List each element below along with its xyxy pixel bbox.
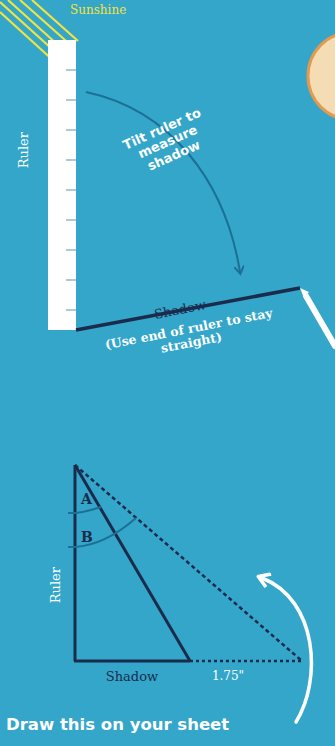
dimension: 1.75": [212, 670, 244, 683]
ruler: [48, 40, 76, 330]
shadow-label: Shadow: [106, 670, 158, 684]
pencil: [300, 288, 335, 346]
pointer-arrow: [262, 578, 311, 722]
tilt-arrow: [86, 92, 240, 272]
instruction-text: Tilt ruler to measure shadow: [117, 104, 218, 181]
angle-label: A: [81, 492, 92, 507]
triangle: [74, 465, 302, 661]
angle-arc-a: [68, 507, 101, 513]
instruction-text: Draw this on your sheet: [6, 716, 229, 734]
angle-arc-b: [68, 518, 136, 547]
shadow-label: Shadow: [153, 298, 207, 322]
sun-label: Sunshine: [70, 4, 126, 17]
angle-label: B: [81, 530, 93, 545]
callout-circle: [308, 32, 335, 120]
ruler-label: Ruler: [17, 132, 31, 168]
ruler-label: Ruler: [49, 567, 63, 603]
